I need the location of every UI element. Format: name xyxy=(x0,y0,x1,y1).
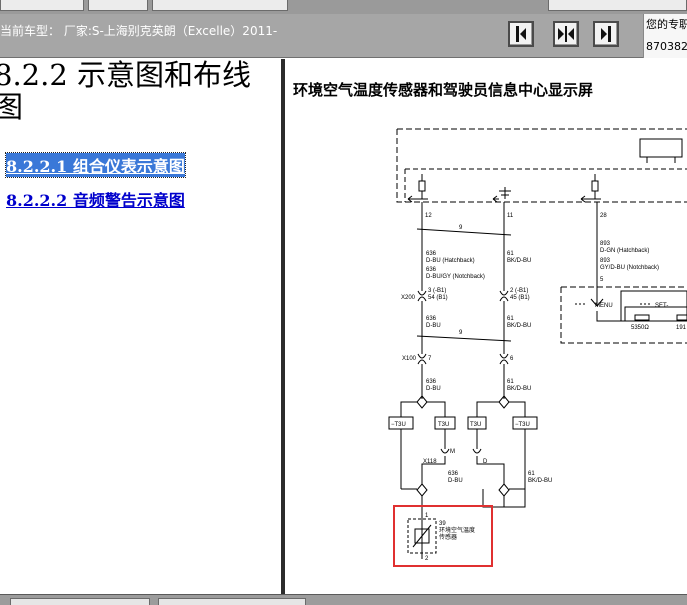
wire-dbugy-notch-label: D-BU/GY (Notchback) xyxy=(426,274,485,280)
sensor-name-line1: 环境空气温度 xyxy=(439,526,475,534)
split-view-button[interactable] xyxy=(553,21,579,47)
resistor-5350-label: 5350Ω xyxy=(631,325,649,331)
pin-11-label: 11 xyxy=(507,213,514,219)
connector-x118-label: X118 xyxy=(423,459,437,465)
x200-left-pin2: 54 (B1) xyxy=(428,295,448,301)
top-tab[interactable] xyxy=(548,0,687,11)
x200-left-pin1: 3 (-B1) xyxy=(428,288,446,294)
wire-636-label: 636 xyxy=(426,251,437,257)
bottom-tab-strip xyxy=(0,594,687,605)
twist-9-label-2: 9 xyxy=(459,330,463,336)
step-back-button[interactable] xyxy=(508,21,534,47)
wire-gydbu-notch-label: GY/D-BU (Notchback) xyxy=(600,265,659,271)
wire-bkdbu-label-3: BK/D-BU xyxy=(507,386,531,392)
top-tab[interactable] xyxy=(0,0,84,11)
top-tab[interactable] xyxy=(152,0,288,11)
top-tab[interactable] xyxy=(88,0,148,11)
vehicle-info: 当前车型： 厂家:S-上海别克英朗（Excelle）2011- xyxy=(0,24,278,38)
sensor-pin2-label: 2 xyxy=(425,556,429,562)
bottom-tab[interactable] xyxy=(10,598,150,605)
support-info-line1: 您的专职 xyxy=(646,18,687,31)
toc-panel: 8.2.2 示意图和布线图 8.2.2.1 组合仪表示意图 8.2.2.2 音频… xyxy=(0,59,281,594)
wire-893-label: 893 xyxy=(600,241,611,247)
t3u-label-2: T3U xyxy=(438,422,449,428)
wire-dbu-label-2: D-BU xyxy=(426,386,441,392)
section-title: 8.2.2 示意图和布线图 xyxy=(0,59,252,124)
sensor-pin1-label: 1 xyxy=(425,513,429,519)
wire-636-label-3: 636 xyxy=(426,316,437,322)
support-info-line2: 870382 xyxy=(646,40,687,53)
x200-right-pin2: 45 (B1) xyxy=(510,295,530,301)
split-view-icon xyxy=(558,26,574,42)
wire-636-label-4: 636 xyxy=(426,379,437,385)
x118-d-label: D xyxy=(483,459,488,465)
pin-28-label: 28 xyxy=(600,213,607,219)
wire-61-label: 61 xyxy=(507,251,514,257)
wire-636-label-5: 636 xyxy=(448,471,459,477)
bottom-tab[interactable] xyxy=(158,598,306,605)
wire-636-label-2: 636 xyxy=(426,267,437,273)
t3u-label-1: −T3U xyxy=(391,422,406,428)
t3u-label-3: T3U xyxy=(470,422,481,428)
wiring-schematic: 12 11 28 9 636 D-BU (Hatchback) 636 D-BU… xyxy=(388,128,687,567)
wire-dbu-hatch-label: D-BU (Hatchback) xyxy=(426,258,475,264)
step-forward-icon xyxy=(601,26,611,42)
t3u-label-4: −T3U xyxy=(515,422,530,428)
toc-link-audio-warning[interactable]: 8.2.2.2 音频警告示意图 xyxy=(6,191,185,210)
support-info-box: 您的专职 870382 xyxy=(643,14,687,58)
x118-m-label: M xyxy=(450,449,455,455)
sensor-id-label: 39 xyxy=(439,521,446,527)
wire-893-label-2: 893 xyxy=(600,258,611,264)
wire-61-label-4: 61 xyxy=(528,471,535,477)
header-bar: 当前车型： 厂家:S-上海别克英朗（Excelle）2011- 您的专职 870… xyxy=(0,14,687,58)
x100-left-pin: 7 xyxy=(428,356,432,362)
twist-9-label: 9 xyxy=(459,225,463,231)
wire-dbu-label-3: D-BU xyxy=(448,478,463,484)
step-forward-button[interactable] xyxy=(593,21,619,47)
wire-dgn-hatch-label: D-GN (Hatchback) xyxy=(600,248,649,254)
wire-bkdbu-label-4: BK/D-BU xyxy=(528,478,552,484)
x100-right-pin: 6 xyxy=(510,356,514,362)
wire-bkdbu-label: BK/D-BU xyxy=(507,258,531,264)
menu-switch-label: MENU xyxy=(595,303,613,309)
sensor-name-line2: 传感器 xyxy=(439,533,457,541)
step-back-icon xyxy=(516,26,526,42)
connector-x100-label: X100 xyxy=(402,356,417,362)
connector-x200-label: X200 xyxy=(401,295,416,301)
toc-link-instrument-cluster[interactable]: 8.2.2.1 组合仪表示意图 xyxy=(5,152,186,178)
diagram-title: 环境空气温度传感器和驾驶员信息中心显示屏 xyxy=(293,81,594,99)
set-switch-label: SET- xyxy=(655,303,668,309)
top-tab-strip xyxy=(0,0,687,14)
x200-right-pin1: 2 (-B1) xyxy=(510,288,528,294)
panel-splitter[interactable] xyxy=(281,59,285,594)
diagram-panel: 环境空气温度传感器和驾驶员信息中心显示屏 xyxy=(285,59,687,594)
resistor-191-label: 191 xyxy=(676,325,687,331)
pin-12-label: 12 xyxy=(425,213,432,219)
wire-dbu-label: D-BU xyxy=(426,323,441,329)
wire-61-label-2: 61 xyxy=(507,316,514,322)
wire-61-label-3: 61 xyxy=(507,379,514,385)
wire-bkdbu-label-2: BK/D-BU xyxy=(507,323,531,329)
pin-5-label: 5 xyxy=(600,277,604,283)
